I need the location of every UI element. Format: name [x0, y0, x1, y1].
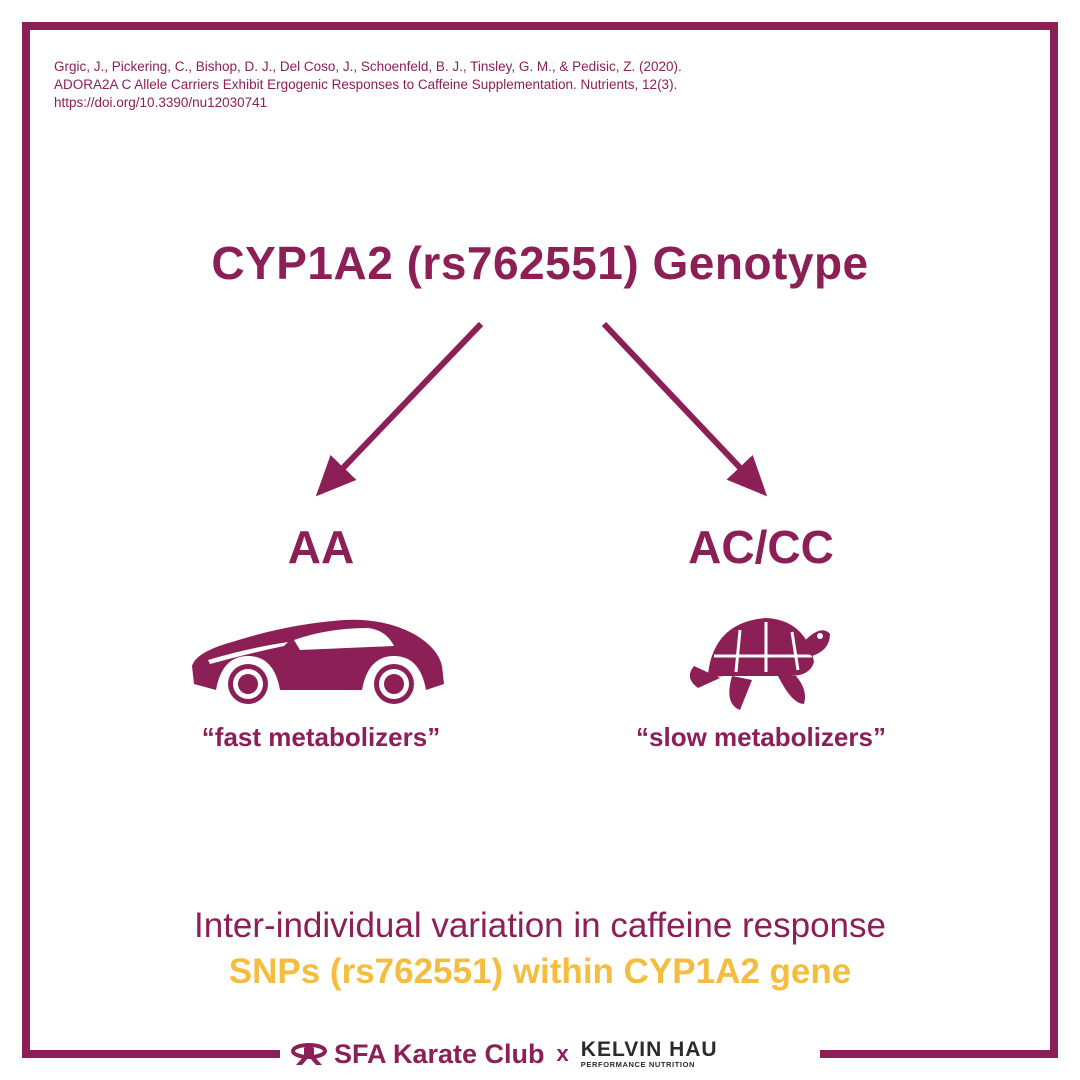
- border-gap: [280, 1034, 820, 1074]
- brand-logo: KELVIN HAU PERFORMANCE NUTRITION: [580, 1037, 718, 1069]
- separator: x: [556, 1041, 569, 1066]
- genotype-aa: AA: [287, 521, 355, 573]
- arrow-right: [601, 321, 768, 497]
- fast-metabolizers-label: “fast metabolizers”: [201, 722, 441, 752]
- club-name: SFA Karate Club: [334, 1038, 545, 1069]
- diagram-title: CYP1A2 (rs762551) Genotype: [211, 237, 869, 289]
- citation-line-3: https://doi.org/10.3390/nu12030741: [54, 95, 268, 110]
- brand-tagline: PERFORMANCE NUTRITION: [580, 1059, 696, 1069]
- arrow-left: [315, 321, 484, 497]
- turtle-icon: [686, 618, 830, 710]
- genotype-ac-cc: AC/CC: [688, 521, 834, 573]
- citation-line-2: ADORA2A C Allele Carriers Exhibit Ergoge…: [54, 77, 678, 92]
- citation: Grgic, J., Pickering, C., Bishop, D. J.,…: [54, 58, 1034, 112]
- slow-metabolizers-label: “slow metabolizers”: [636, 722, 886, 752]
- car-icon: [192, 619, 444, 704]
- subtitle-line-2: SNPs (rs762551) within CYP1A2 gene: [228, 952, 852, 991]
- citation-line-1: Grgic, J., Pickering, C., Bishop, D. J.,…: [54, 59, 682, 74]
- brand-name: KELVIN HAU: [580, 1037, 718, 1061]
- footer: SFA Karate Club x KELVIN HAU PERFORMANCE…: [290, 1034, 718, 1074]
- subtitle-line-1: Inter-individual variation in caffeine r…: [194, 906, 886, 945]
- karate-belt-icon: [291, 1043, 327, 1065]
